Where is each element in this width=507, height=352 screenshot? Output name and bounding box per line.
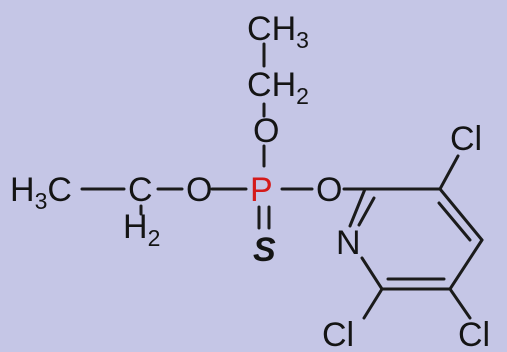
- oxygen-left-label: O: [186, 171, 212, 209]
- bond-ring-n-c1-inner: [357, 196, 376, 227]
- methylene-c-label: C: [128, 171, 153, 209]
- bond-ring-c2-c3: [438, 187, 484, 242]
- bond-ring-c3-c4: [448, 238, 484, 291]
- h3c-label: H3C: [10, 171, 72, 214]
- ch2-label: CH2: [247, 66, 309, 109]
- bond-ring-n-c1: [348, 187, 367, 228]
- chlorine-bottom-left-label: Cl: [322, 316, 354, 352]
- phosphorus-label: P: [250, 171, 273, 209]
- methylene-h2-label: H2: [123, 208, 160, 251]
- chlorine-bottom-right-label: Cl: [458, 316, 490, 352]
- bond-ring-c2-c3-inner: [437, 201, 472, 242]
- bond-ring-cl-top: [438, 154, 460, 191]
- oxygen-right-label: O: [316, 171, 342, 209]
- sulfur-label: S: [253, 231, 276, 269]
- bond-ring-c5-n: [360, 256, 384, 291]
- ch3-label: CH3: [247, 10, 309, 53]
- oxygen-top-label: O: [253, 112, 279, 150]
- chlorine-top-label: Cl: [450, 120, 482, 158]
- bond-ring-cl-bottom-left: [362, 287, 384, 320]
- bond-ring-cl-bottom-right: [448, 287, 472, 320]
- bond-lines: [80, 42, 484, 320]
- nitrogen-label: N: [336, 224, 361, 262]
